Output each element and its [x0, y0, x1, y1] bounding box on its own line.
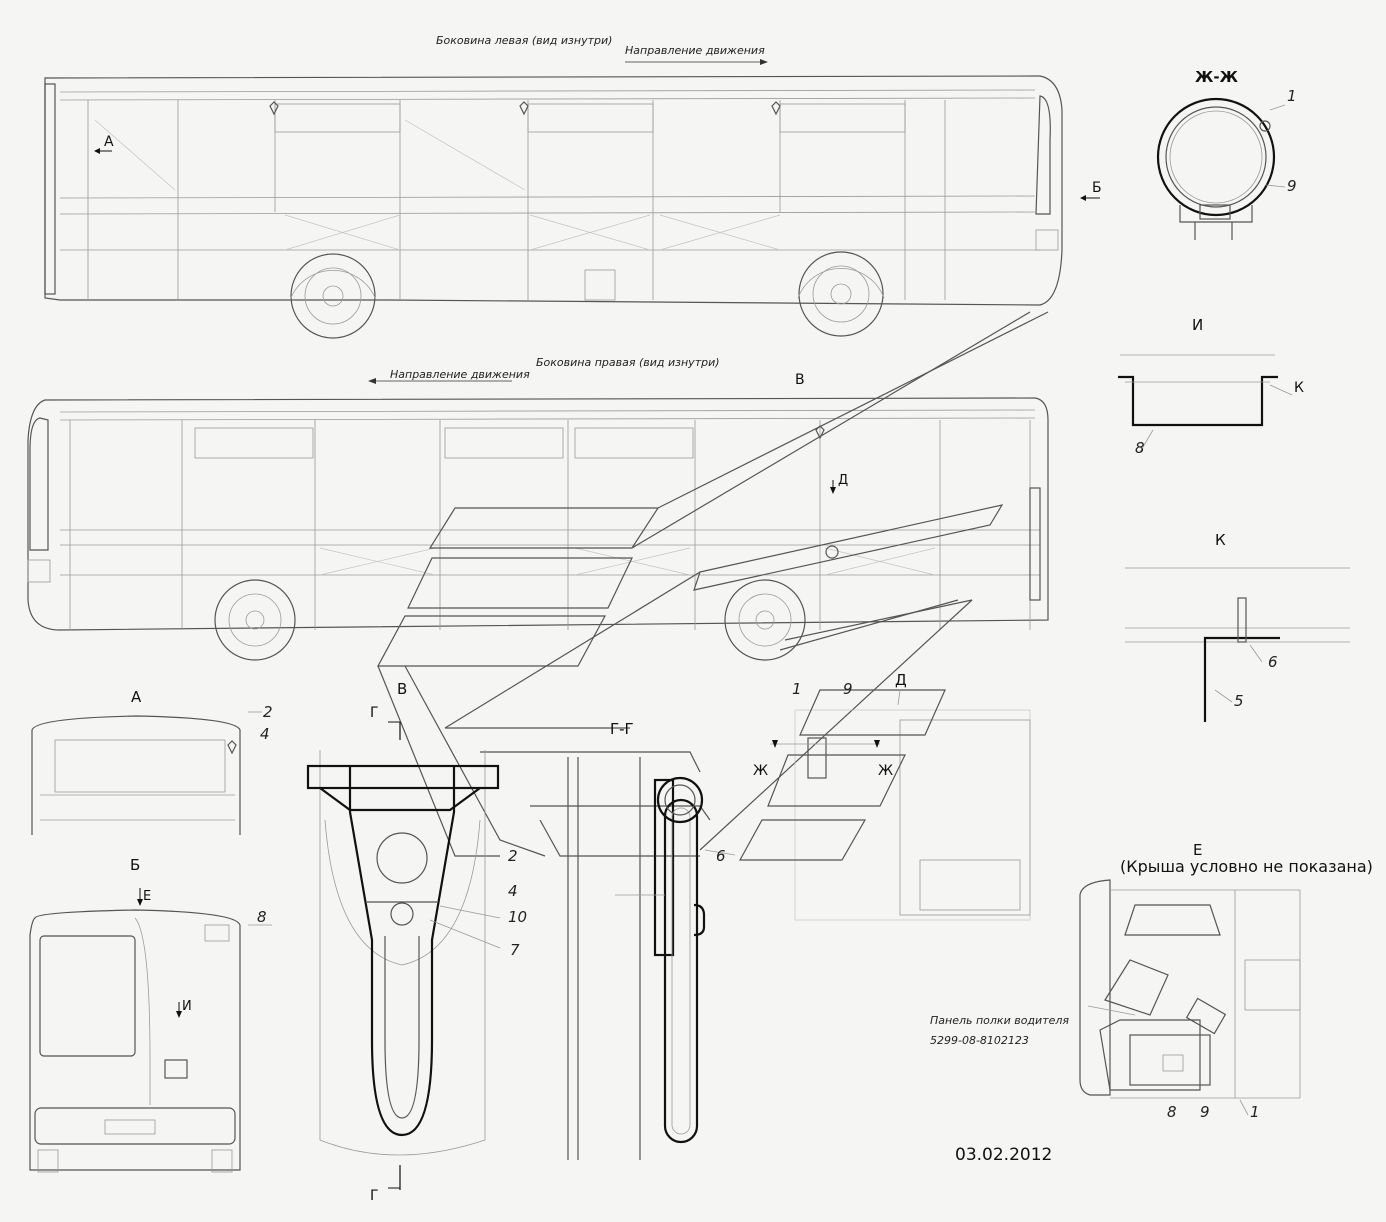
caption-panel-name: Панель полки водителя: [930, 1014, 1069, 1027]
wheel-front-right: [724, 579, 806, 661]
section-k: [1125, 567, 1350, 722]
callout-b-8: 8: [257, 908, 267, 926]
callout-g-6: 6: [716, 847, 726, 865]
view-title-v: В: [397, 680, 407, 698]
caption-right-side: Боковина правая (вид изнутри): [536, 356, 720, 369]
marker-zh-right: Ж: [878, 763, 893, 779]
callout-e-9: 9: [1200, 1103, 1210, 1121]
marker-e: Е: [143, 889, 151, 904]
view-title-k: К: [1215, 531, 1226, 549]
section-i: [1118, 354, 1293, 453]
view-a: [31, 711, 262, 835]
view-d: [738, 689, 1031, 921]
marker-g-top: Г: [370, 705, 379, 721]
view-e: [1079, 879, 1301, 1116]
view-title-zh-zh: Ж-Ж: [1195, 68, 1239, 86]
marker-v: В: [795, 372, 805, 388]
view-title-g-g: Г-Г: [610, 720, 634, 738]
marker-k: К: [1294, 380, 1304, 396]
view-title-d: Д: [895, 671, 907, 689]
callout-a-4: 4: [260, 725, 270, 743]
callout-v-2: 2: [508, 847, 518, 865]
caption-roof-note: (Крыша условно не показана): [1120, 857, 1373, 876]
bus-left-side-view: [44, 75, 1100, 339]
callout-d-1: 1: [792, 680, 802, 698]
callout-a-2: 2: [263, 703, 273, 721]
view-title-a: А: [131, 688, 142, 706]
projection-leaders: [376, 311, 1049, 857]
view-title-i: И: [1192, 316, 1203, 334]
caption-left-side: Боковина левая (вид изнутри): [436, 34, 612, 47]
callout-e-1: 1: [1250, 1103, 1260, 1121]
callout-zh-9: 9: [1287, 177, 1297, 195]
wheel-front-left: [797, 251, 885, 337]
view-b: [29, 888, 272, 1173]
callout-k-6: 6: [1268, 653, 1278, 671]
wheel-rear-left: [289, 253, 377, 339]
marker-g-bottom: Г: [370, 1188, 379, 1204]
callout-v-7: 7: [510, 941, 520, 959]
view-v-detail: [306, 721, 501, 1190]
marker-zh-left: Ж: [753, 763, 768, 779]
callout-k-5: 5: [1234, 692, 1244, 710]
caption-direction-mid: Направление движения: [390, 368, 530, 381]
drawing-date: 03.02.2012: [955, 1145, 1052, 1165]
callout-e-8: 8: [1167, 1103, 1177, 1121]
callout-v-4: 4: [508, 882, 518, 900]
marker-i: И: [182, 999, 192, 1014]
callout-d-9: 9: [843, 680, 853, 698]
callout-v-10: 10: [508, 908, 527, 926]
caption-panel-code: 5299-08-8102123: [930, 1034, 1029, 1047]
view-title-b: Б: [130, 856, 140, 874]
view-title-e: Е: [1193, 841, 1202, 859]
bus-right-side-view: [27, 397, 1049, 661]
callout-zh-1: 1: [1287, 87, 1297, 105]
callout-i-8: 8: [1135, 439, 1145, 457]
caption-direction-top: Направление движения: [625, 44, 765, 57]
section-g-g: [567, 757, 736, 1160]
section-zh-zh: [1156, 97, 1286, 240]
wheel-rear-right: [214, 579, 296, 661]
marker-b: Б: [1092, 180, 1102, 196]
marker-d: Д: [838, 473, 848, 488]
marker-a: А: [104, 134, 114, 150]
